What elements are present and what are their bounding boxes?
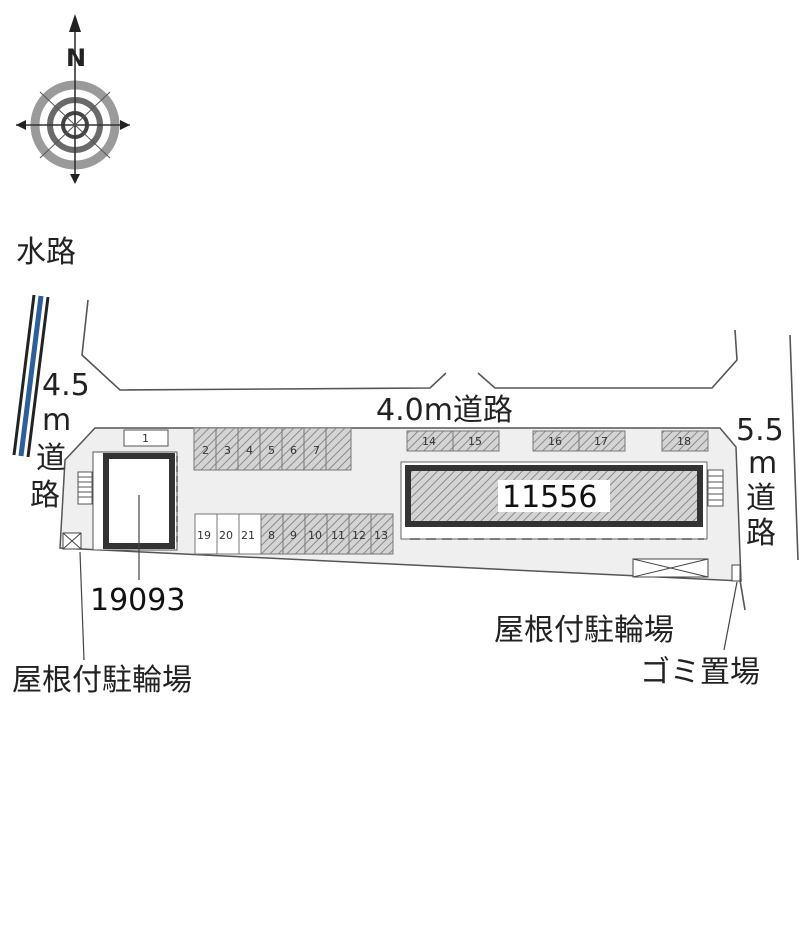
parking-row-right: [406, 430, 709, 452]
parking-slot-3: 3: [224, 444, 231, 457]
road-left-label-1: 道: [36, 441, 66, 476]
parking-slot-1: [123, 429, 169, 447]
parking-slot-21: 21: [241, 529, 255, 542]
parking-slot-16: 16: [548, 435, 562, 448]
parking-slot-8: 8: [268, 529, 275, 542]
bike-parking-left-label: 屋根付駐輪場: [12, 663, 192, 698]
parking-slot-5: 5: [268, 444, 275, 457]
compass-rose-icon: [16, 14, 130, 184]
leader-bike-left: [79, 551, 85, 661]
road-edges: [81, 299, 799, 611]
leader-garbage: [723, 581, 738, 651]
parking-slot-14: 14: [422, 435, 436, 448]
road-right-label-1: 道: [746, 481, 776, 516]
bike-parking-right: [632, 558, 709, 578]
road-left-label-2: 路: [30, 478, 60, 513]
stairs-left-icon: [77, 471, 93, 505]
garbage-area: [731, 564, 741, 582]
stairs-right-icon: [707, 469, 724, 507]
road-top-label: 4.0m道路: [376, 393, 513, 428]
building-11556-label: 11556: [502, 480, 597, 515]
parking-row-bottom: [194, 513, 394, 555]
parking-slot-1-label: 1: [142, 432, 149, 445]
water-channel-edge-right: [26, 296, 50, 458]
parking-row-top: [193, 427, 352, 471]
parking-slot-12: 12: [352, 529, 366, 542]
road-left-width: 4.5: [42, 368, 90, 403]
parking-slot-17: 17: [594, 435, 608, 448]
water-channel-edge-left: [12, 294, 36, 456]
parking-slot-6: 6: [290, 444, 297, 457]
road-right-width: 5.5: [736, 413, 784, 448]
water-channel: [18, 295, 44, 457]
road-left-unit: m: [42, 403, 71, 438]
building-19093-label: 19093: [90, 583, 185, 618]
parking-slot-10: 10: [308, 529, 322, 542]
parking-slot-13: 13: [374, 529, 388, 542]
garbage-label: ゴミ置場: [640, 655, 760, 690]
parking-slot-18: 18: [677, 435, 691, 448]
bike-parking-right-label: 屋根付駐輪場: [494, 613, 674, 648]
water-channel-label: 水路: [16, 235, 76, 270]
bike-parking-left: [62, 532, 82, 550]
parking-slot-19: 19: [197, 529, 211, 542]
parking-slot-9: 9: [290, 529, 297, 542]
road-right-unit: m: [748, 446, 777, 481]
parking-slot-4: 4: [246, 444, 253, 457]
parking-slot-20: 20: [219, 529, 233, 542]
parking-slot-15: 15: [468, 435, 482, 448]
parking-slot-2: 2: [202, 444, 209, 457]
building-11556-label-bg: [498, 480, 610, 512]
road-right-label-2: 路: [746, 516, 776, 551]
north-label: N: [66, 44, 86, 72]
parking-slot-11: 11: [331, 529, 345, 542]
parking-slot-7: 7: [313, 444, 320, 457]
